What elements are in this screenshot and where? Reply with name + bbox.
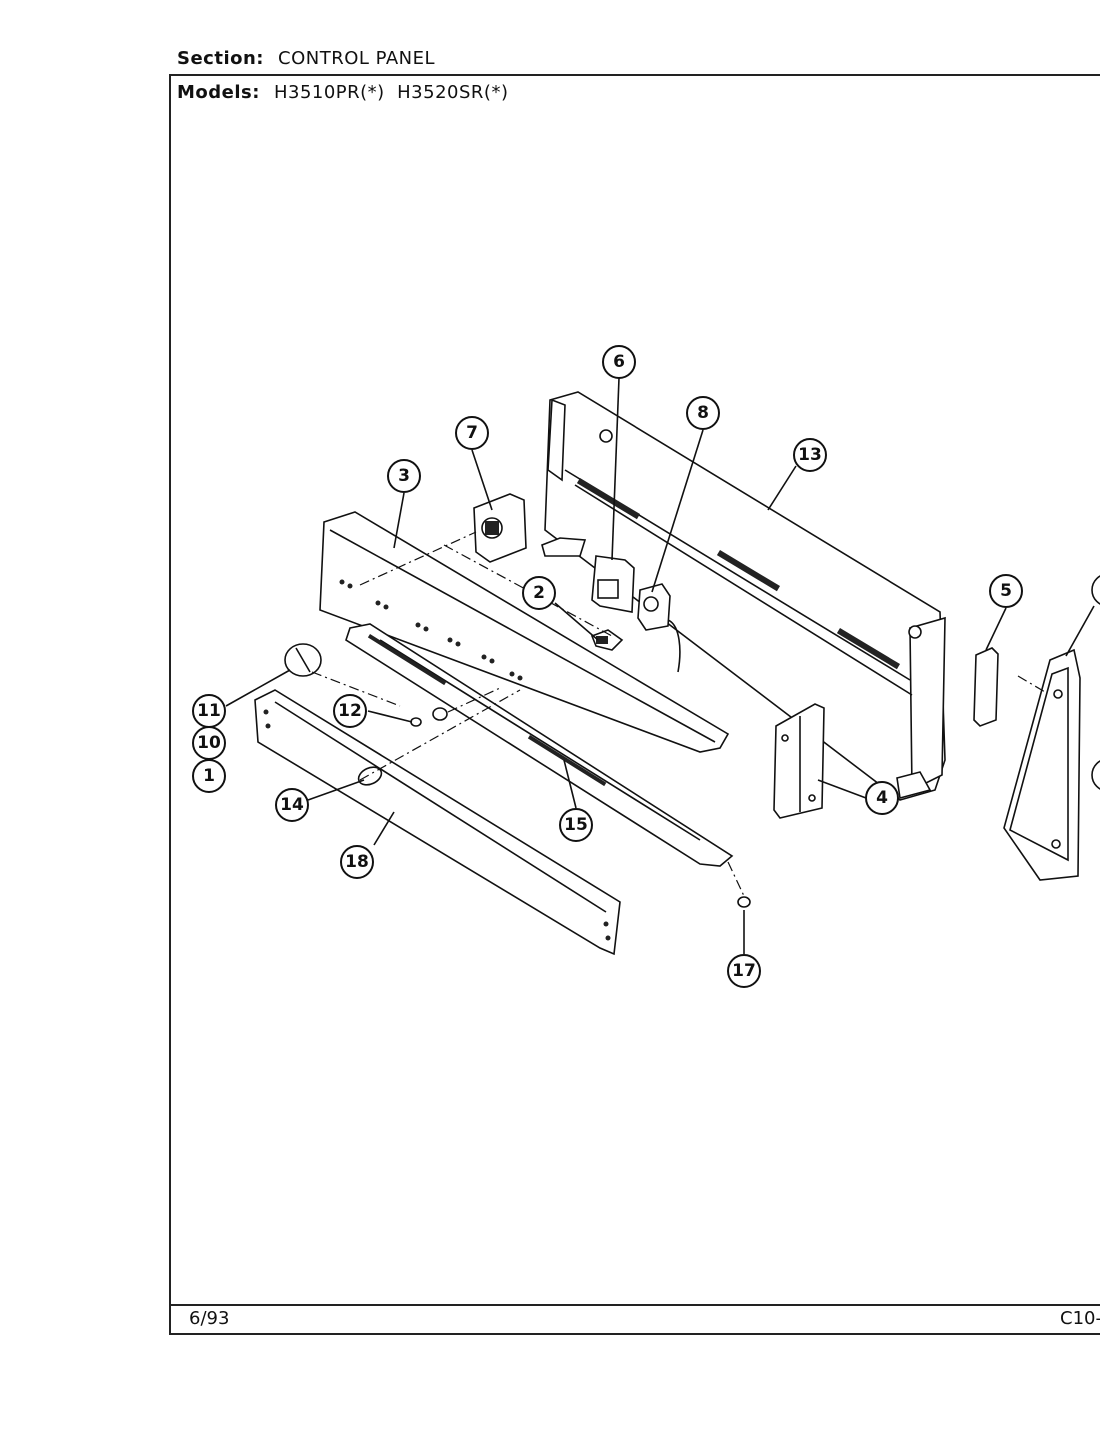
callout-2: 2 bbox=[522, 576, 556, 610]
callout-4: 4 bbox=[865, 781, 899, 815]
part-11-knob bbox=[284, 643, 322, 677]
part-end-cap bbox=[1003, 648, 1081, 881]
svg-text:12: 12 bbox=[338, 701, 362, 721]
svg-text:5: 5 bbox=[1000, 581, 1012, 601]
part-8-switch bbox=[637, 583, 681, 673]
part-12-screw bbox=[410, 707, 448, 727]
svg-text:11: 11 bbox=[197, 701, 221, 721]
callout-8: 8 bbox=[686, 396, 720, 430]
callout-12: 12 bbox=[333, 694, 367, 728]
part-7-oven-control bbox=[473, 493, 527, 563]
svg-text:2: 2 bbox=[533, 583, 545, 603]
svg-text:8: 8 bbox=[697, 403, 709, 423]
part-6-relay bbox=[591, 555, 635, 613]
footer-rule bbox=[171, 1304, 1100, 1306]
svg-text:18: 18 bbox=[345, 852, 369, 872]
svg-text:14: 14 bbox=[280, 795, 304, 815]
svg-text:15: 15 bbox=[564, 815, 588, 835]
leader-lines bbox=[225, 377, 1095, 954]
part-18-lower-strip bbox=[254, 689, 621, 956]
part-17-nut bbox=[737, 896, 751, 908]
section-line: Section: CONTROL PANEL bbox=[177, 48, 435, 69]
callout-15: 15 bbox=[559, 808, 593, 842]
callout-5: 5 bbox=[989, 574, 1023, 608]
svg-text:7: 7 bbox=[466, 423, 478, 443]
models-label: Models: bbox=[177, 82, 260, 103]
callout-10: 10 bbox=[192, 726, 226, 760]
callout-13: 13 bbox=[793, 438, 827, 472]
section-label: Section: bbox=[177, 48, 264, 69]
svg-text:17: 17 bbox=[732, 961, 756, 981]
svg-text:1: 1 bbox=[203, 766, 215, 786]
callout-1: 1 bbox=[192, 759, 226, 793]
callout-18: 18 bbox=[340, 845, 374, 879]
svg-text:13: 13 bbox=[798, 445, 822, 465]
svg-text:3: 3 bbox=[398, 466, 410, 486]
callout-cropped-bottom bbox=[1091, 760, 1100, 790]
callout-14: 14 bbox=[275, 788, 309, 822]
callout-cropped-top bbox=[1091, 575, 1100, 605]
callout-6: 6 bbox=[602, 345, 636, 379]
callout-11: 11 bbox=[192, 694, 226, 728]
svg-text:4: 4 bbox=[876, 788, 888, 808]
part-5-side-piece bbox=[973, 647, 999, 727]
part-2-indicator bbox=[590, 629, 624, 651]
callout-3: 3 bbox=[387, 459, 421, 493]
footer-page-number: C10- bbox=[1060, 1308, 1100, 1329]
callout-7: 7 bbox=[455, 416, 489, 450]
part-4-bracket bbox=[773, 703, 825, 819]
models-line: Models: H3510PR(*) H3520SR(*) bbox=[177, 82, 508, 103]
diagram-frame bbox=[169, 74, 1100, 1335]
callout-17: 17 bbox=[727, 954, 761, 988]
section-value: CONTROL PANEL bbox=[278, 48, 436, 69]
svg-text:6: 6 bbox=[613, 352, 625, 372]
footer-date: 6/93 bbox=[189, 1308, 230, 1329]
models-value: H3510PR(*) H3520SR(*) bbox=[273, 82, 509, 103]
part-3-control-panel bbox=[319, 511, 730, 753]
part-15-trim-strip bbox=[345, 623, 734, 867]
svg-text:10: 10 bbox=[197, 733, 221, 753]
